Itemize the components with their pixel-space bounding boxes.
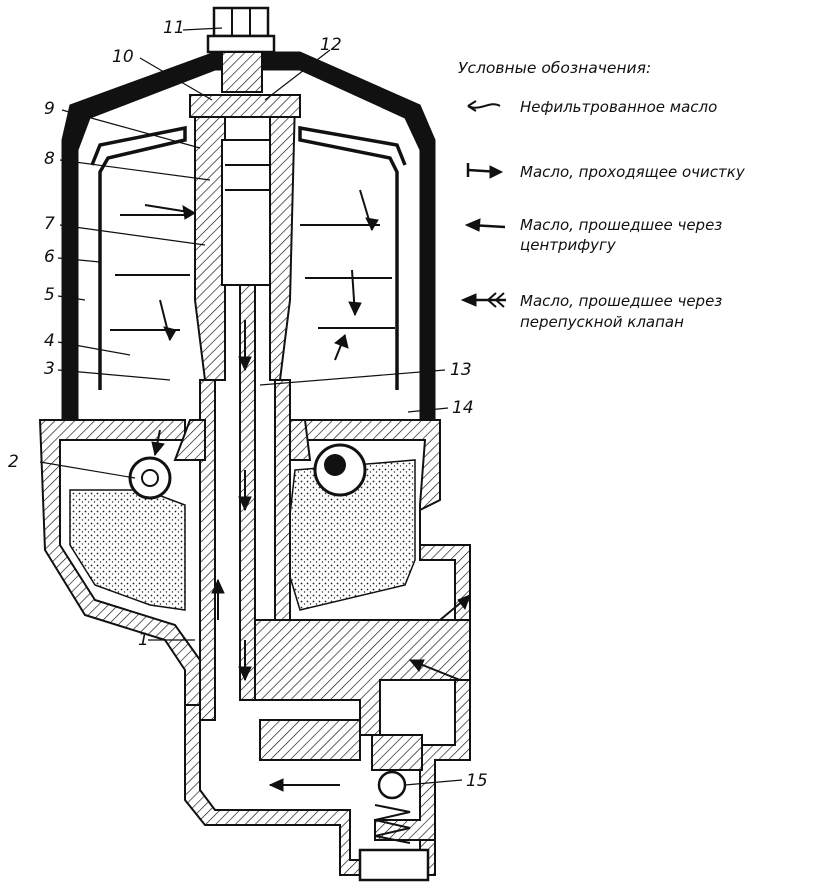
callout-11: 11	[163, 18, 185, 38]
unfiltered-oil-arrow-icon	[467, 100, 501, 112]
callout-1: 1	[138, 630, 149, 650]
rotor-bowl	[90, 125, 407, 390]
callout-9: 9	[44, 99, 55, 119]
callout-7: 7	[44, 214, 55, 234]
callout-10: 10	[112, 47, 134, 67]
legend-item-unfiltered: Нефильтрованное масло	[520, 98, 717, 116]
centrifuged-oil-arrow-icon	[464, 218, 506, 232]
callout-14: 14	[452, 398, 474, 418]
callout-4: 4	[44, 331, 55, 351]
top-nut-assembly	[189, 6, 301, 118]
sediment-cavities	[69, 443, 416, 611]
bypass-valve	[358, 734, 430, 882]
legend-item-bypass-line2: перепускной клапан	[520, 313, 684, 331]
flow-arrows	[144, 189, 471, 792]
callout-3: 3	[44, 359, 55, 379]
legend-item-cleaning: Масло, проходящее очистку	[520, 163, 746, 181]
nozzle	[128, 456, 172, 500]
callout-15: 15	[466, 771, 488, 791]
bypass-oil-arrow-icon	[460, 292, 506, 308]
legend: Условные обозначения: Нефильтрованное ма…	[458, 59, 746, 331]
cleaning-oil-arrow-icon	[466, 163, 504, 179]
legend-item-centrifuged-line1: Масло, прошедшее через	[520, 216, 722, 234]
legend-item-bypass-line1: Масло, прошедшее через	[520, 292, 722, 310]
callout-8: 8	[44, 149, 55, 169]
legend-title: Условные обозначения:	[458, 59, 651, 77]
legend-item-centrifuged-line2: центрифугу	[520, 236, 617, 254]
callout-5: 5	[44, 285, 55, 305]
central-axis	[173, 99, 312, 721]
callout-13: 13	[450, 360, 472, 380]
callout-2: 2	[8, 452, 19, 472]
callout-numbers: 11 10 12 9 8 7 6 5 4 3 2 1 13 14 15	[8, 18, 488, 791]
callout-12: 12	[320, 35, 342, 55]
callout-leaders	[39, 27, 463, 786]
callout-6: 6	[44, 247, 55, 267]
